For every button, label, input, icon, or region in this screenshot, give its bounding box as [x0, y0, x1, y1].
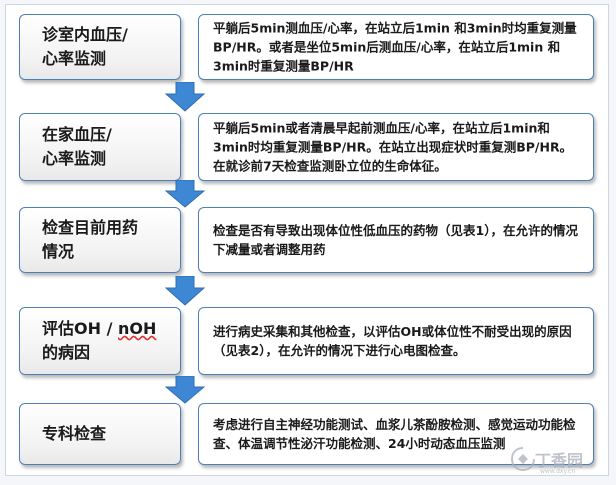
down-arrow-icon [165, 276, 205, 306]
step-description: 考虑进行自主神经功能测试、血浆儿茶酚胺检测、感觉运动功能检查、体温调节性泌汗功能… [213, 417, 576, 451]
step-title-noh: nOH [117, 319, 157, 338]
step-title-line: 专科检查 [42, 424, 107, 443]
step-description: 检查是否有导致出现体位性低血压的药物（见表1），在允许的情况下减量或者调整用药 [213, 223, 578, 257]
step-title: 在家血压/ 心率监测 [42, 123, 170, 171]
step-description: 平躺后5min或者清晨早起前测血压/心率，在站立后1min和3min时均重复测量… [213, 120, 573, 174]
desc-box-medication: 检查是否有导致出现体位性低血压的药物（见表1），在允许的情况下减量或者调整用药 [198, 207, 594, 273]
watermark-url: www.dxy.cn [540, 468, 576, 475]
step-title-line: 诊室内血压/ [42, 25, 128, 44]
desc-box-office-bp: 平躺后5min测血压/心率，在站立后1min 和3min时均重复测量BP/HR。… [198, 14, 594, 80]
step-box-office-bp: 诊室内血压/ 心率监测 [19, 14, 181, 80]
down-arrow-icon [165, 180, 205, 208]
down-arrow-icon [165, 82, 205, 112]
step-title: 专科检查 [42, 422, 170, 446]
step-title-line: 的病因 [42, 343, 91, 362]
step-title: 评估OH / nOH 的病因 [42, 317, 170, 365]
step-title-line: 在家血压/ [42, 125, 112, 144]
step-title: 检查目前用药 情况 [42, 216, 170, 264]
watermark-brand: 丁香园 [535, 451, 584, 470]
step-title-line: 评估OH / nOH [42, 317, 170, 341]
step-title-line: 检查目前用药 [42, 218, 139, 237]
desc-box-home-bp: 平躺后5min或者清晨早起前测血压/心率，在站立后1min和3min时均重复测量… [198, 113, 594, 181]
step-box-specialist: 专科检查 [19, 403, 181, 465]
step-box-home-bp: 在家血压/ 心率监测 [19, 113, 181, 181]
step-box-etiology: 评估OH / nOH 的病因 [19, 307, 181, 375]
step-description: 平躺后5min测血压/心率，在站立后1min 和3min时均重复测量BP/HR。… [213, 20, 577, 74]
desc-box-etiology: 进行病史采集和其他检查，以评估OH或体位性不耐受出现的原因（见表2），在允许的情… [198, 307, 594, 375]
step-title-line: 心率监测 [42, 49, 107, 68]
step-title: 诊室内血压/ 心率监测 [42, 23, 170, 71]
desc-box-specialist: 考虑进行自主神经功能测试、血浆儿茶酚胺检测、感觉运动功能检查、体温调节性泌汗功能… [198, 403, 594, 465]
step-title-line: 情况 [42, 242, 75, 261]
down-arrow-icon [165, 376, 205, 404]
dxy-logo-icon [510, 447, 535, 472]
step-description: 进行病史采集和其他检查，以评估OH或体位性不耐受出现的原因（见表2），在允许的情… [213, 324, 572, 358]
step-box-medication: 检查目前用药 情况 [19, 207, 181, 273]
step-title-part: 评估OH / [42, 319, 118, 338]
step-title-line: 心率监测 [42, 149, 107, 168]
